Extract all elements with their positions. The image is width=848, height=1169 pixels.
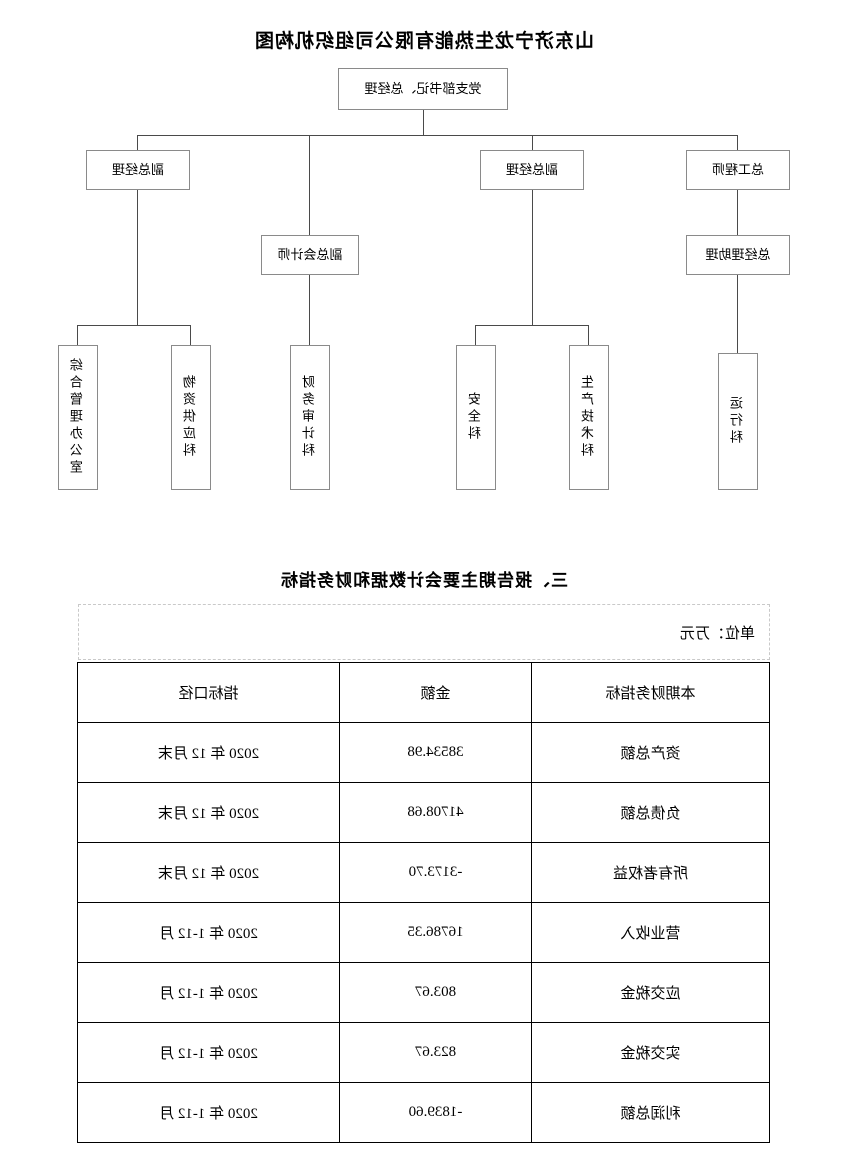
cell-basis: 2020 年 12 月末 xyxy=(77,782,340,843)
org-node-dept-finance[interactable]: 财务审计科 xyxy=(290,345,330,490)
connector-deputy-gm2-stem xyxy=(137,190,138,325)
cell-amount: 823.67 xyxy=(339,1022,532,1083)
connector-chief-engineer-to-assistant xyxy=(737,190,738,235)
connector-drop-deputy-gm-2 xyxy=(137,135,138,150)
org-node-chief-engineer-label: 总工程师 xyxy=(712,161,765,177)
org-node-deputy-gm-1-label: 副总经理 xyxy=(506,161,559,177)
org-node-gm-assistant-label: 总经理助理 xyxy=(705,246,771,262)
connector-drop-deputy-gm-1 xyxy=(532,135,533,150)
unit-note-text: 单位：万元 xyxy=(679,625,755,642)
org-node-dept-finance-label: 财务审计科 xyxy=(301,375,317,460)
cell-indicator: 营业收入 xyxy=(531,902,770,963)
connector-assistant-to-dept-operations xyxy=(737,275,738,353)
connector-root-stem xyxy=(423,110,424,135)
table-header-row: 本期财务指标 金额 指标口径 xyxy=(77,662,770,723)
org-node-dept-supply[interactable]: 物资供应科 xyxy=(171,345,211,490)
org-chart: 山东济宁龙生热能有限公司组织机构图 党支部书记、总经理 总工程师 副总经理 副总… xyxy=(0,0,848,520)
org-node-dept-supply-label: 物资供应科 xyxy=(182,375,198,460)
cell-amount: -3173.70 xyxy=(339,842,532,903)
org-node-dept-safety[interactable]: 安全科 xyxy=(456,345,496,490)
cell-basis: 2020 年 12 月末 xyxy=(77,722,340,783)
org-node-deputy-gm-2-label: 副总经理 xyxy=(112,161,165,177)
section-heading: 三、报告期主要会计数据和财务指标 xyxy=(280,571,568,590)
org-node-root[interactable]: 党支部书记、总经理 xyxy=(338,68,508,110)
org-node-dept-production-label: 生产技术科 xyxy=(580,375,596,460)
org-node-dept-safety-label: 安全科 xyxy=(467,392,483,443)
org-node-dept-production[interactable]: 生产技术科 xyxy=(569,345,609,490)
connector-drop-chief-engineer xyxy=(737,135,738,150)
org-node-deputy-accountant-label: 副总会计师 xyxy=(277,246,343,262)
cell-indicator: 利润总额 xyxy=(531,1082,770,1143)
org-node-gm-assistant[interactable]: 总经理助理 xyxy=(686,235,790,275)
cell-basis: 2020 年 1-12 月 xyxy=(77,902,340,963)
cell-basis: 2020 年 1-12 月 xyxy=(77,962,340,1023)
connector-deputy-gm1-bus xyxy=(476,325,589,326)
unit-note-bar: 单位：万元 xyxy=(78,604,770,660)
cell-amount: 41708.68 xyxy=(339,782,532,843)
chart-title: 山东济宁龙生热能有限公司组织机构图 xyxy=(254,31,595,52)
cell-amount: -1839.60 xyxy=(339,1082,532,1143)
cell-amount: 16786.35 xyxy=(339,902,532,963)
cell-indicator: 负债总额 xyxy=(531,782,770,843)
cell-indicator: 资产总额 xyxy=(531,722,770,783)
org-node-dept-office[interactable]: 综合管理办公室 xyxy=(58,345,98,490)
cell-basis: 2020 年 12 月末 xyxy=(77,842,340,903)
cell-indicator: 所有者权益 xyxy=(531,842,770,903)
org-node-root-label: 党支部书记、总经理 xyxy=(364,80,482,96)
org-node-dept-office-label: 综合管理办公室 xyxy=(69,358,85,477)
cell-indicator: 实交税金 xyxy=(531,1022,770,1083)
column-header-basis: 指标口径 xyxy=(77,662,340,723)
connector-drop-deputy-accountant xyxy=(309,135,310,235)
org-node-deputy-gm-1[interactable]: 副总经理 xyxy=(480,150,584,190)
org-node-chief-engineer[interactable]: 总工程师 xyxy=(686,150,790,190)
cell-amount: 803.67 xyxy=(339,962,532,1023)
connector-accountant-to-dept-finance xyxy=(309,275,310,353)
org-node-deputy-accountant[interactable]: 副总会计师 xyxy=(261,235,359,275)
column-header-indicator: 本期财务指标 xyxy=(531,662,770,723)
org-node-dept-operations-label: 运行科 xyxy=(729,396,745,447)
connector-deputy-gm2-bus xyxy=(78,325,191,326)
org-node-deputy-gm-2[interactable]: 副总经理 xyxy=(86,150,190,190)
column-header-amount: 金额 xyxy=(339,662,532,723)
cell-basis: 2020 年 1-12 月 xyxy=(77,1082,340,1143)
cell-amount: 38534.98 xyxy=(339,722,532,783)
cell-indicator: 应交税金 xyxy=(531,962,770,1023)
connector-level2-bus xyxy=(138,135,738,136)
org-node-dept-operations[interactable]: 运行科 xyxy=(718,353,758,490)
connector-deputy-gm1-stem xyxy=(532,190,533,325)
cell-basis: 2020 年 1-12 月 xyxy=(77,1022,340,1083)
